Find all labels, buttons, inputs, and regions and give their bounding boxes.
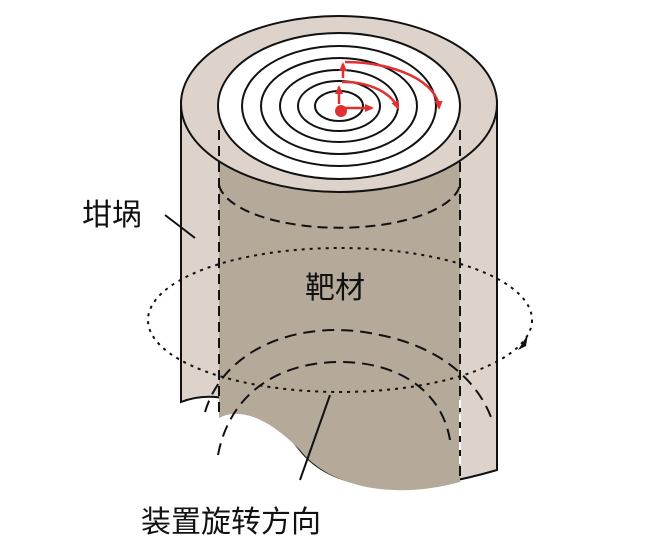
rotation-label: 装置旋转方向 bbox=[141, 505, 321, 540]
rotation-dashed-arcs bbox=[204, 329, 493, 456]
rotation-ellipse bbox=[147, 247, 533, 393]
rotation-leader bbox=[299, 394, 331, 481]
crucible-label: 坩埚 bbox=[82, 198, 142, 233]
rotation-arrow-head bbox=[518, 334, 528, 350]
crucible-leader bbox=[164, 214, 196, 239]
center-dot bbox=[335, 105, 347, 117]
target-body bbox=[219, 108, 460, 491]
target-label: 靶材 bbox=[305, 271, 365, 306]
red-growth-arrows bbox=[335, 60, 443, 112]
